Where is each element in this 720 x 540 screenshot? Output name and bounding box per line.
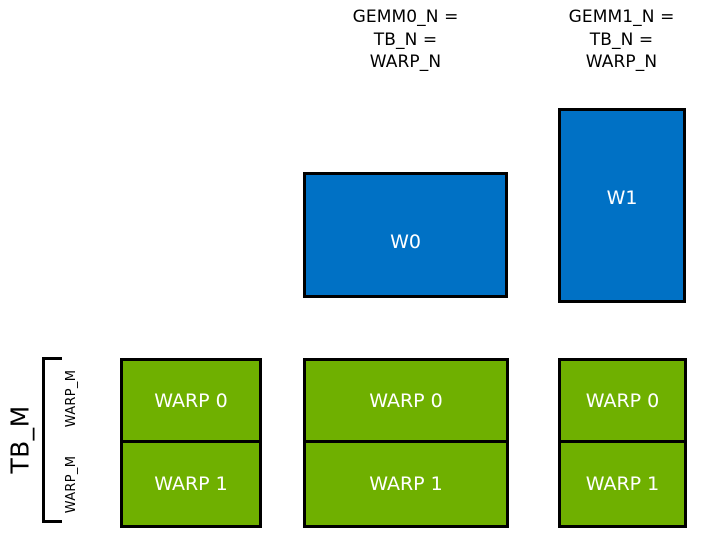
warp-row-label: WARP 1 [154, 473, 228, 495]
warp-row-label: WARP 0 [585, 389, 660, 412]
warp-m-label-1: WARP_M [64, 455, 79, 514]
warp-row-label: WARP 1 [585, 473, 660, 495]
column-header-gemm1: GEMM1_N = TB_N = WARP_N [568, 7, 675, 73]
warp-column-2: WARP 0 WARP 1 [558, 358, 687, 528]
warp-row: WARP 0 [303, 358, 509, 443]
warp-column-1: WARP 0 WARP 1 [303, 358, 509, 528]
warp-tile-w0-label: W0 [390, 231, 421, 253]
warp-tile-w1-label: W1 [606, 186, 638, 209]
warp-tile-w1: W1 [558, 108, 686, 303]
warp-row-label: WARP 0 [154, 389, 228, 412]
warp-row-label: WARP 0 [369, 389, 443, 412]
warp-row: WARP 1 [558, 440, 687, 528]
warp-row: WARP 1 [120, 440, 262, 528]
warp-m-label-0: WARP_M [64, 369, 79, 428]
column-header-gemm0: GEMM0_N = TB_N = WARP_N [352, 7, 459, 73]
warp-row-label: WARP 1 [369, 473, 443, 495]
warp-row: WARP 0 [558, 358, 687, 443]
warp-column-0: WARP 0 WARP 1 [120, 358, 262, 528]
tb-m-label: TB_M [5, 405, 35, 474]
tb-m-bracket [42, 357, 62, 523]
tb-m-axis-group: TB_M WARP_M WARP_M [0, 357, 118, 523]
warp-tile-w0: W0 [303, 172, 508, 298]
warp-row: WARP 1 [303, 440, 509, 528]
warp-row: WARP 0 [120, 358, 262, 443]
